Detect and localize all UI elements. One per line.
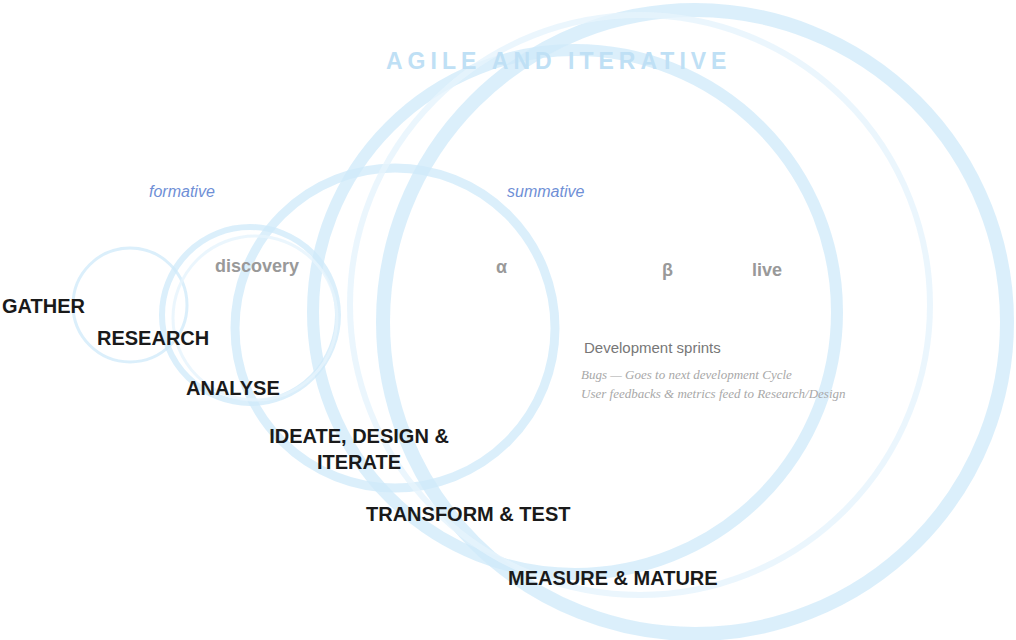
- phase-name: α: [496, 257, 507, 279]
- stage-name: RESEARCH: [97, 326, 209, 350]
- phase-mode: summative: [507, 182, 584, 201]
- phase-name: β: [662, 260, 673, 282]
- stage-name: IDEATE, DESIGN & ITERATE: [248, 423, 470, 475]
- stage-name: MEASURE & MATURE: [508, 566, 718, 590]
- phase-name: live: [752, 260, 782, 282]
- note-text: User feedbacks & metrics feed to Researc…: [581, 386, 846, 402]
- stage-name: GATHER: [2, 294, 85, 318]
- note-text: Development sprints: [584, 339, 721, 357]
- cycle-circle: [173, 236, 337, 400]
- cycle-circle: [350, 15, 930, 595]
- stage-name: ANALYSE: [186, 376, 280, 400]
- phase-mode: formative: [149, 182, 215, 201]
- cycle-circle: [383, 10, 1007, 634]
- phase-name: discovery: [215, 256, 299, 278]
- stage-name: TRANSFORM & TEST: [366, 502, 570, 526]
- note-text: Bugs — Goes to next development Cycle: [581, 367, 792, 383]
- cycle-circle: [313, 50, 837, 574]
- diagram-title: AGILE AND ITERATIVE: [386, 48, 731, 76]
